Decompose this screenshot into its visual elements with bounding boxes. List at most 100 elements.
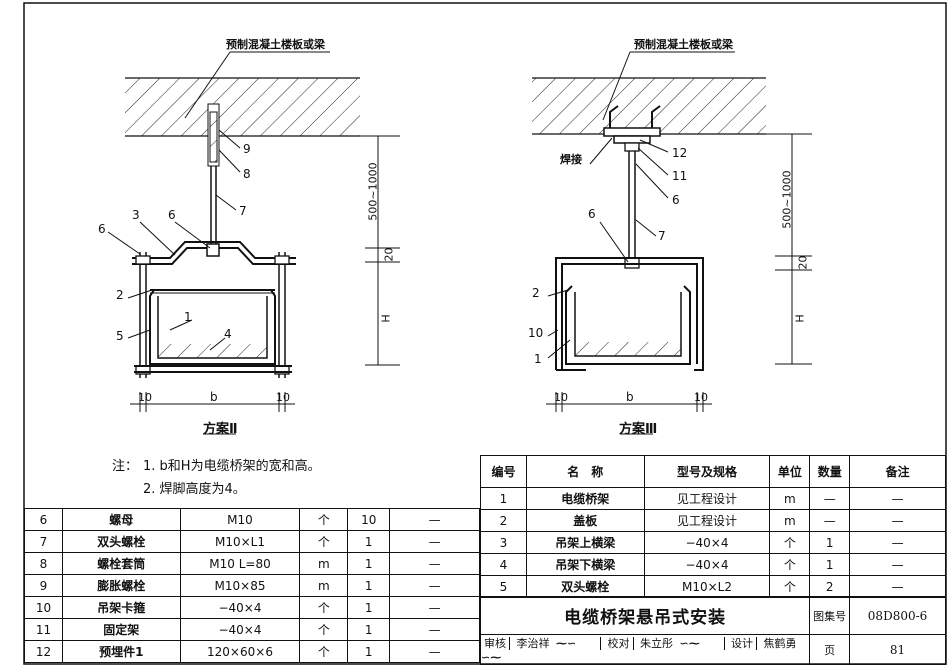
cell: — bbox=[849, 553, 946, 576]
header-no: 编号 bbox=[480, 455, 527, 488]
left-callout-8: 8 bbox=[243, 167, 251, 181]
right-callout-10: 10 bbox=[528, 326, 544, 340]
cell: M10×85 bbox=[179, 574, 301, 597]
cell: 2 bbox=[809, 575, 851, 598]
right-slab-label: 预制混凝土楼板或梁 bbox=[634, 38, 733, 51]
cell: 固定架 bbox=[61, 618, 181, 641]
cell: 10 bbox=[24, 596, 63, 619]
cell: — bbox=[849, 575, 946, 598]
cell: — bbox=[389, 508, 480, 531]
right-dim-10b: 10 bbox=[694, 391, 708, 404]
cell: 螺栓套筒 bbox=[61, 552, 181, 575]
notes-line-2: 2. 焊脚高度为4。 bbox=[143, 482, 246, 497]
cell: — bbox=[389, 618, 480, 641]
cell: 9 bbox=[24, 574, 63, 597]
cell: 1 bbox=[347, 552, 391, 575]
header-unit: 单位 bbox=[769, 455, 811, 488]
cell: 吊架上横梁 bbox=[525, 531, 645, 554]
title-row: 电缆桥架悬吊式安装 图集号 08D800-6 bbox=[479, 596, 946, 635]
right-dim-500-1000: 500~1000 bbox=[780, 170, 794, 229]
cell: 1 bbox=[347, 640, 391, 663]
header-qty: 数量 bbox=[809, 455, 851, 488]
cell: 个 bbox=[299, 596, 349, 619]
table-header-row: 编号 名 称 型号及规格 单位 数量 备注 bbox=[480, 455, 946, 488]
design-label: 设计 bbox=[728, 637, 757, 650]
cell: 膨胀螺栓 bbox=[61, 574, 181, 597]
cell: 10 bbox=[347, 508, 391, 531]
cell: 吊架卡箍 bbox=[61, 596, 181, 619]
cell: 个 bbox=[299, 618, 349, 641]
right-callout-7: 7 bbox=[658, 229, 666, 243]
right-weld-label: 焊接 bbox=[560, 153, 582, 166]
dims-left bbox=[360, 135, 400, 366]
signature-row: 审核 李治祥 ⁓∽ 校对 朱立彤 ∽⁓ 设计 焦鹤勇 ∽⁓ 页 81 bbox=[479, 634, 946, 665]
scheme-3-drawing bbox=[532, 51, 766, 412]
reviewer-name: 李治祥 bbox=[516, 637, 550, 650]
cell: m bbox=[769, 509, 811, 532]
left-slab-label: 预制混凝土楼板或梁 bbox=[226, 38, 325, 51]
cell: — bbox=[849, 531, 946, 554]
right-dim-H: H bbox=[793, 314, 807, 323]
cell: −40×4 bbox=[643, 553, 771, 576]
cell: 个 bbox=[769, 553, 811, 576]
left-dim-b: b bbox=[210, 390, 218, 404]
header-name: 名 称 bbox=[525, 455, 645, 488]
drawing-title: 电缆桥架悬吊式安装 bbox=[479, 596, 811, 635]
cell: 个 bbox=[299, 530, 349, 553]
cell: — bbox=[389, 596, 480, 619]
right-dim-10a: 10 bbox=[554, 391, 568, 404]
cell: 11 bbox=[24, 618, 63, 641]
dims-right bbox=[766, 133, 812, 365]
reviewer-signature: ⁓∽ bbox=[556, 637, 601, 650]
cell: 12 bbox=[24, 640, 63, 663]
left-callout-1: 1 bbox=[184, 310, 192, 324]
right-callout-6a: 6 bbox=[672, 193, 680, 207]
right-dim-20: 20 bbox=[796, 255, 810, 270]
cell: 双头螺栓 bbox=[61, 530, 181, 553]
cell: 2 bbox=[480, 509, 527, 532]
designer-name: 焦鹤勇 bbox=[763, 637, 797, 650]
right-caption: 方案Ⅲ bbox=[619, 422, 658, 437]
cell: 4 bbox=[480, 553, 527, 576]
cell: m bbox=[299, 574, 349, 597]
left-dim-500-1000: 500~1000 bbox=[366, 162, 380, 221]
left-callout-6a: 6 bbox=[98, 222, 106, 236]
right-dim-b: b bbox=[626, 390, 634, 404]
cell: — bbox=[849, 509, 946, 532]
cell: 1 bbox=[347, 530, 391, 553]
cell: 见工程设计 bbox=[643, 487, 771, 510]
right-callout-12: 12 bbox=[672, 146, 688, 160]
left-dim-20: 20 bbox=[382, 247, 396, 262]
cell: 双头螺栓 bbox=[525, 575, 645, 598]
cell: M10 L=80 bbox=[179, 552, 301, 575]
cell: — bbox=[849, 487, 946, 510]
right-callout-11: 11 bbox=[672, 169, 688, 183]
cell: M10 bbox=[179, 508, 301, 531]
signature-cell: 审核 李治祥 ⁓∽ 校对 朱立彤 ∽⁓ 设计 焦鹤勇 ∽⁓ bbox=[479, 634, 811, 665]
cell: 7 bbox=[24, 530, 63, 553]
left-callout-3: 3 bbox=[132, 208, 140, 222]
atlas-label: 图集号 bbox=[809, 596, 851, 635]
left-callout-7: 7 bbox=[239, 204, 247, 218]
left-callout-6b: 6 bbox=[168, 208, 176, 222]
cell: — bbox=[389, 530, 480, 553]
cell: 5 bbox=[480, 575, 527, 598]
cell: — bbox=[389, 640, 480, 663]
left-callout-9: 9 bbox=[243, 142, 251, 156]
page-number: 81 bbox=[849, 634, 946, 665]
cell: 6 bbox=[24, 508, 63, 531]
cell: 螺母 bbox=[61, 508, 181, 531]
designer-signature: ∽⁓ bbox=[481, 651, 502, 664]
cell: 电缆桥架 bbox=[525, 487, 645, 510]
cell: — bbox=[809, 487, 851, 510]
cell: 1 bbox=[347, 574, 391, 597]
cell: 个 bbox=[299, 640, 349, 663]
